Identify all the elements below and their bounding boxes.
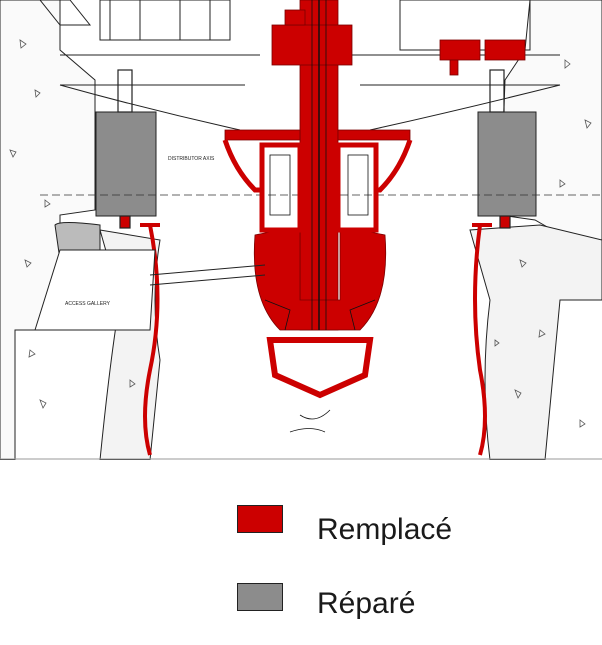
runner-detail: [264, 0, 376, 433]
legend-label-repaired: Réparé: [317, 587, 416, 620]
distributor-axis-label: DISTRIBUTOR AXIS: [168, 156, 215, 162]
repaired-block-right: [477, 111, 537, 217]
legend-swatch-replaced: [237, 505, 283, 533]
legend-swatch-repaired: [237, 583, 283, 611]
turbine-cross-section-drawing: DISTRIBUTOR AXIS: [0, 0, 602, 460]
legend-label-replaced: Remplacé: [317, 513, 453, 546]
access-gallery-label: ACCESS GALLERY: [65, 301, 111, 307]
access-gallery: ACCESS GALLERY: [34, 222, 266, 331]
replaced-parts: [140, 0, 526, 456]
repaired-block-left: [95, 111, 157, 217]
legend-item-replaced: Remplacé: [237, 505, 452, 546]
gate-operators: [117, 69, 511, 229]
legend-item-repaired: Réparé: [237, 583, 415, 620]
